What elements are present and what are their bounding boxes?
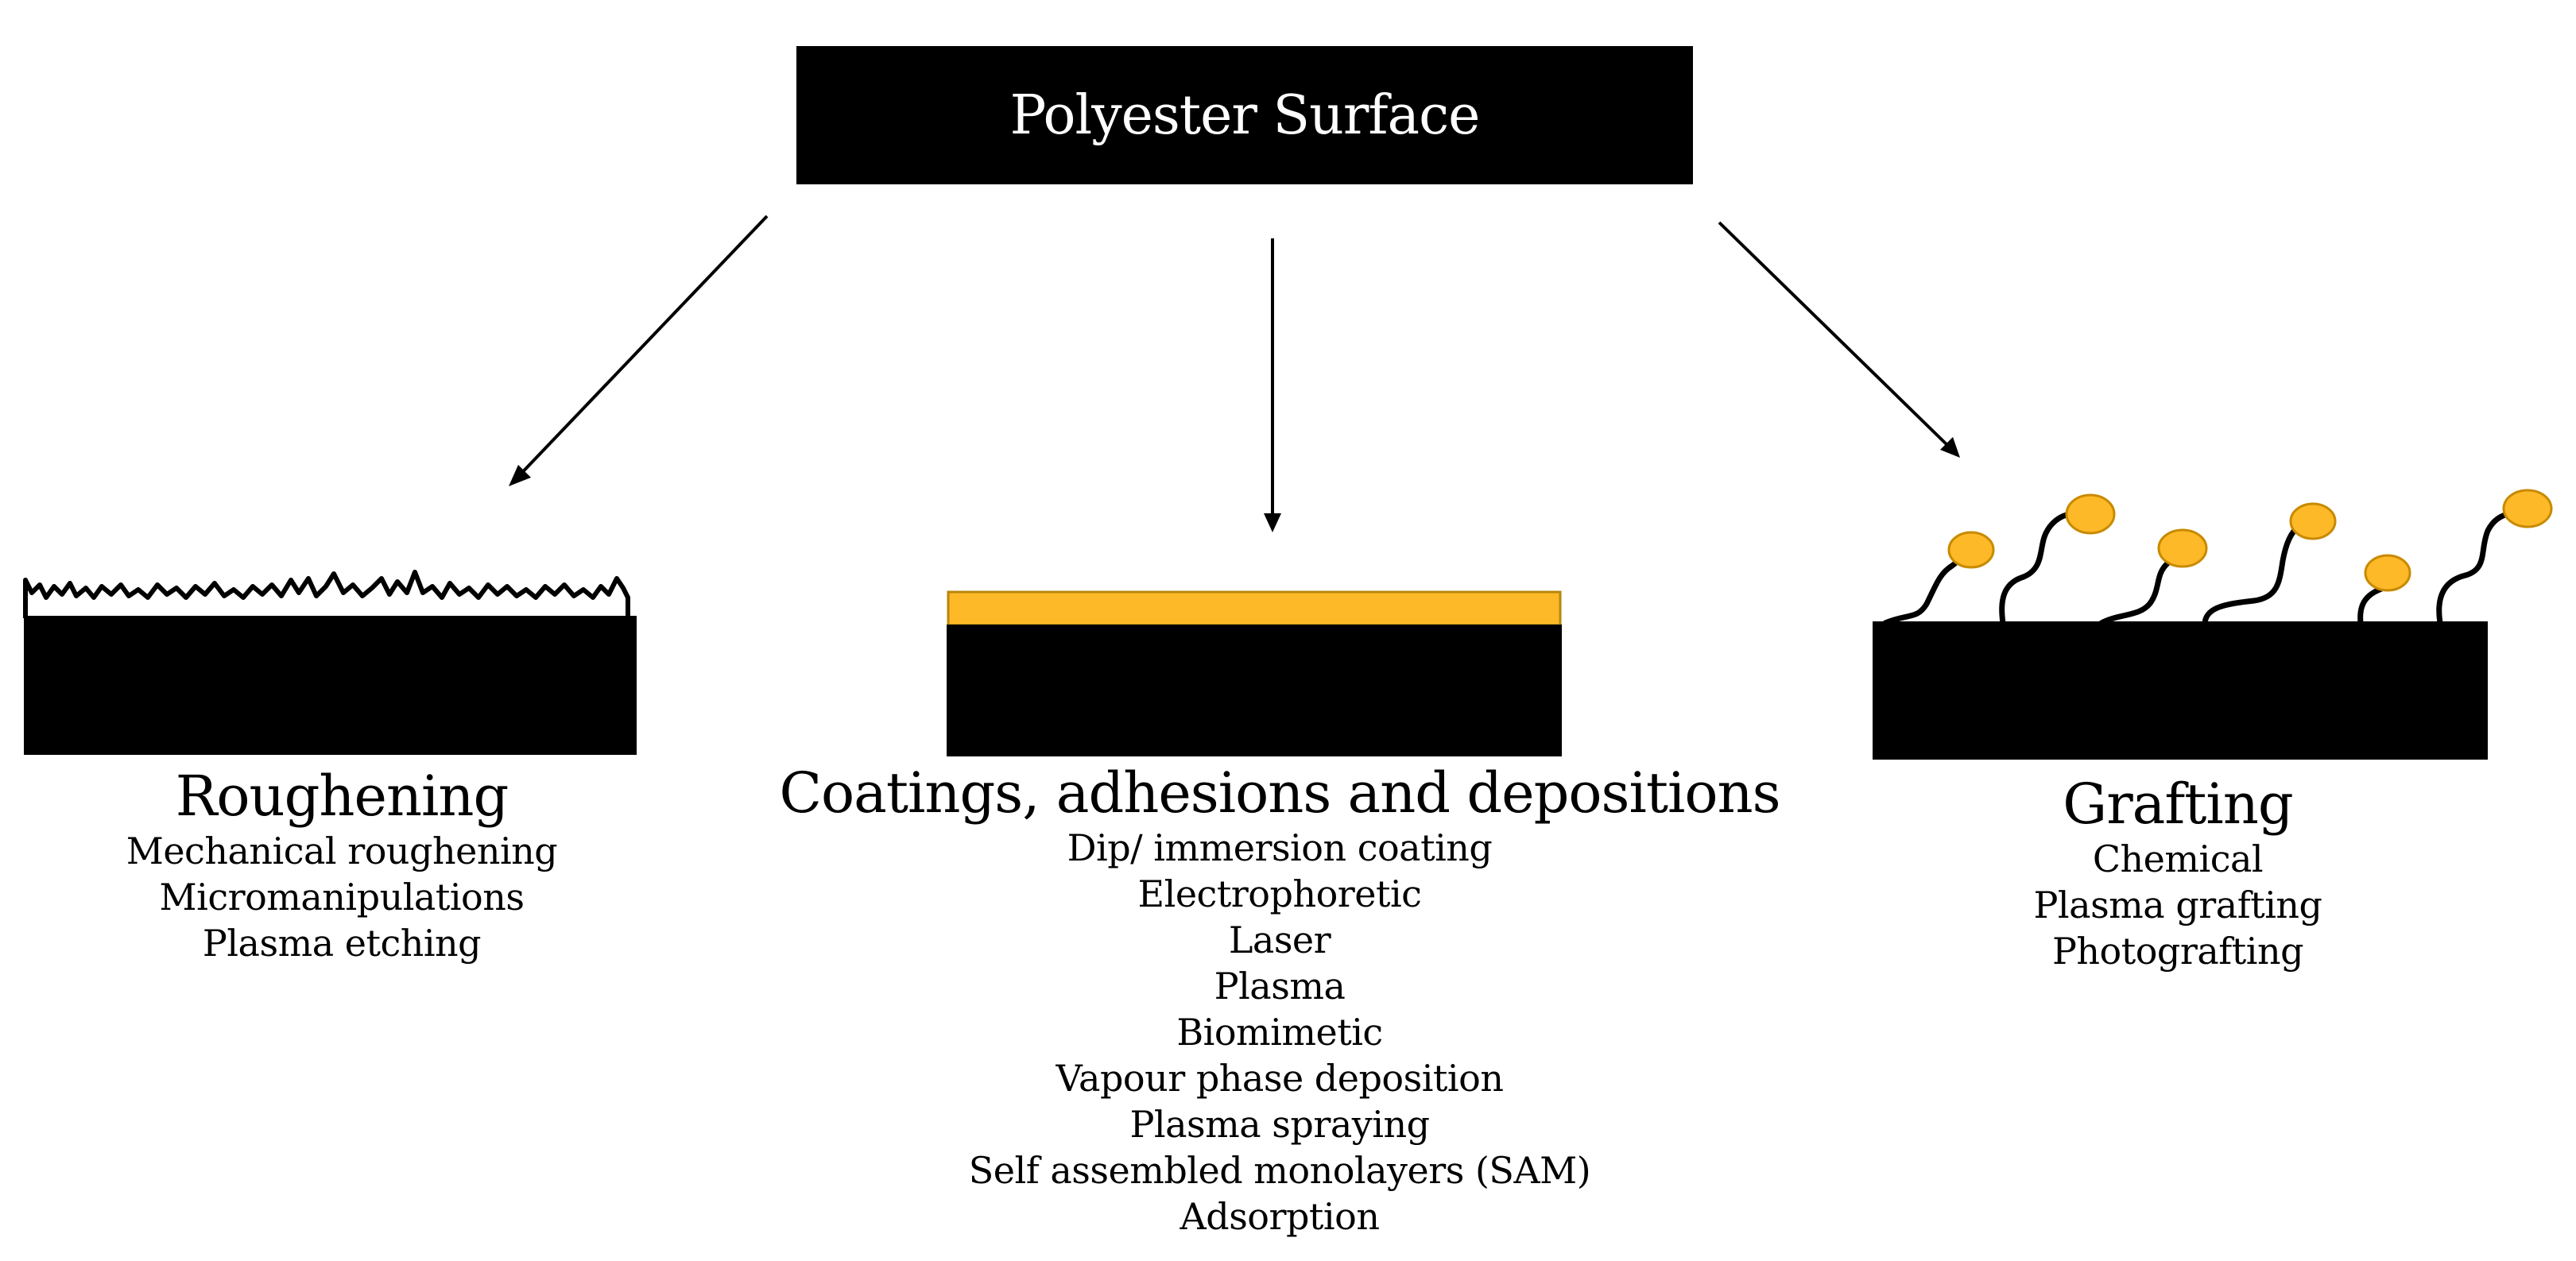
roughened-substrate [23,570,637,755]
list-item: Plasma [1214,965,1346,1008]
graft-head-6 [2502,489,2553,528]
roughening-methods-list: Mechanical roughening Micromanipulations… [64,828,620,966]
list-item: Vapour phase deposition [1056,1057,1504,1100]
graft-head-4 [2289,502,2337,540]
graft-head-3 [2157,528,2208,568]
list-item: Self assembled monolayers (SAM) [968,1149,1591,1192]
list-item: Chemical [2092,837,2264,880]
roughening-column: Roughening Mechanical roughening Microma… [64,764,620,966]
graft-chain [1999,512,2070,626]
list-item: Micromanipulations [159,876,525,919]
list-item: Plasma grafting [2033,884,2322,926]
substrate-block-middle [947,625,1562,756]
substrate-block-left [24,616,637,755]
list-item: Dip/ immersion coating [1067,826,1493,869]
coating-layer [947,590,1562,627]
coatings-column: Coatings, adhesions and depositions Dip/… [763,761,1796,1240]
graft-head-2 [2065,493,2116,535]
graft-head-1 [1947,531,1995,569]
list-item: Plasma spraying [1129,1103,1430,1146]
list-item: Plasma etching [202,922,482,965]
diagram-title: Polyester Surface [1009,83,1481,147]
polyester-surface-box: Polyester Surface [796,46,1693,184]
list-item: Mechanical roughening [126,830,558,872]
graft-chain [2202,521,2303,626]
coatings-heading: Coatings, adhesions and depositions [779,760,1780,826]
grafted-substrate [1873,489,2553,760]
substrate-block-right [1873,621,2488,760]
graft-head-5 [2364,554,2411,592]
arrow-to-roughening [513,215,769,482]
roughening-heading: Roughening [175,764,509,829]
rough-surface-line [23,570,630,618]
grafting-column: Grafting Chemical Plasma grafting Photog… [1939,772,2416,974]
arrow-to-grafting [1718,221,1953,451]
list-item: Laser [1228,919,1331,961]
coated-substrate [947,590,1562,756]
graft-chain [1882,551,1973,626]
arrows [509,215,1960,532]
list-item: Biomimetic [1176,1011,1383,1054]
list-item: Electrophoretic [1137,872,1422,915]
arrowhead-grafting [1940,437,1960,458]
arrowhead-coatings [1264,513,1281,532]
grafting-heading: Grafting [2063,772,2293,837]
grafting-methods-list: Chemical Plasma grafting Photografting [1939,836,2416,974]
coatings-methods-list: Dip/ immersion coating Electrophoretic L… [763,825,1796,1240]
list-item: Adsorption [1180,1195,1380,1238]
graft-chain [2436,510,2515,626]
arrowhead-roughening [509,465,531,486]
list-item: Photografting [2051,930,2304,973]
